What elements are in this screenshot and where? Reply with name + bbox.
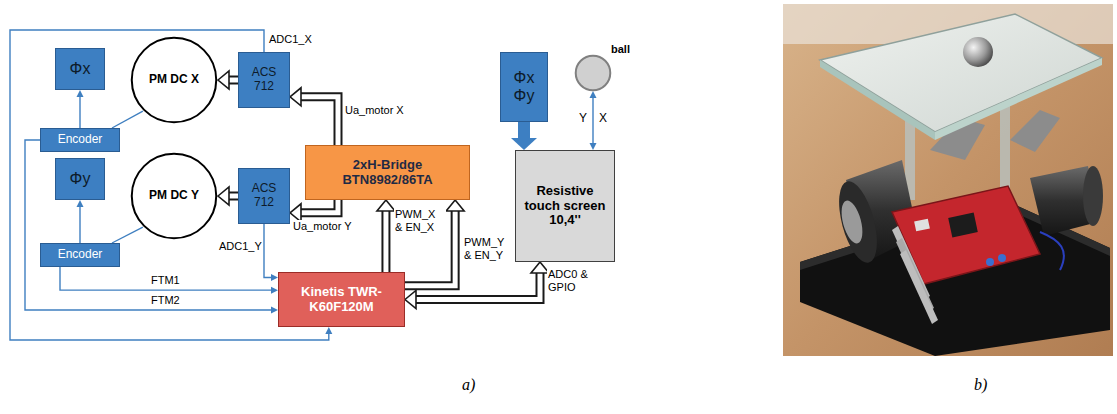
current-sensor-block: ACS 712 (238, 168, 290, 224)
axis-label: X (599, 112, 607, 126)
subfigure-caption: a) (462, 376, 475, 394)
angle-block: Φy (55, 158, 105, 200)
encoder-block: Encoder (40, 243, 120, 267)
node-label: ball (611, 43, 630, 55)
node-label: Encoder (58, 133, 103, 147)
signal-label: PWM_X & EN_X (394, 208, 446, 233)
ball-outline (575, 55, 611, 91)
node-label: ACS 712 (242, 66, 286, 94)
signal-line (112, 227, 143, 243)
bus-arrow (290, 200, 338, 222)
signal-label: FTM1 (150, 274, 181, 287)
signal-label: Ua_motor Y (292, 220, 353, 233)
node-label: ACS 712 (242, 182, 286, 210)
node-label: PM DC Y (149, 189, 199, 203)
signal-label: ADC1_Y (218, 240, 263, 253)
bus-arrow (405, 262, 549, 309)
bus-arrow (377, 200, 395, 272)
signal-label: FTM2 (150, 294, 181, 307)
signal-line (60, 267, 278, 294)
subfigure-caption: b) (974, 376, 987, 394)
node-label: Kinetis TWR-K60F120M (282, 285, 401, 315)
node-label: Φx (514, 69, 535, 87)
motor-circle: PM DC Y (130, 152, 218, 240)
angle-block: Φx (55, 48, 105, 90)
axis-label: Y (579, 112, 587, 126)
signal-line (77, 200, 84, 243)
ball-circle: ball (575, 55, 611, 91)
node-label: Encoder (58, 248, 103, 262)
node-label: PM DC X (149, 73, 199, 87)
node-label: Φy (514, 87, 535, 105)
node-label: Resistive touch screen 10,4'' (519, 184, 611, 229)
node-label: Φx (70, 60, 91, 78)
h-bridge-box: 2xH-Bridge BTN8982/86TA (305, 145, 470, 200)
angle-input-block: ΦxΦy (500, 52, 548, 122)
encoder-block: Encoder (40, 128, 120, 152)
signal-label: Ua_motor X (344, 104, 405, 117)
signal-line (264, 224, 278, 281)
signal-line (77, 90, 84, 128)
bus-arrow (290, 88, 338, 145)
motor-circle: PM DC X (130, 36, 218, 124)
mcu-box: Kinetis TWR-K60F120M (278, 272, 405, 327)
signal-line (112, 111, 143, 128)
touch-screen-box: Resistive touch screen 10,4'' (515, 150, 615, 262)
current-sensor-block: ACS 712 (238, 52, 290, 108)
signal-label: ADC0 & GPIO (547, 268, 597, 293)
input-arrow (511, 122, 537, 150)
signal-line (590, 91, 597, 150)
node-label: Φy (70, 170, 91, 188)
signal-line (25, 140, 278, 313)
signal-label: ADC1_X (268, 33, 313, 46)
node-label: 2xH-Bridge BTN8982/86TA (309, 158, 466, 188)
signal-label: PWM_Y & EN_Y (463, 236, 513, 261)
bus-arrow (218, 71, 238, 89)
bus-arrow (218, 187, 238, 205)
